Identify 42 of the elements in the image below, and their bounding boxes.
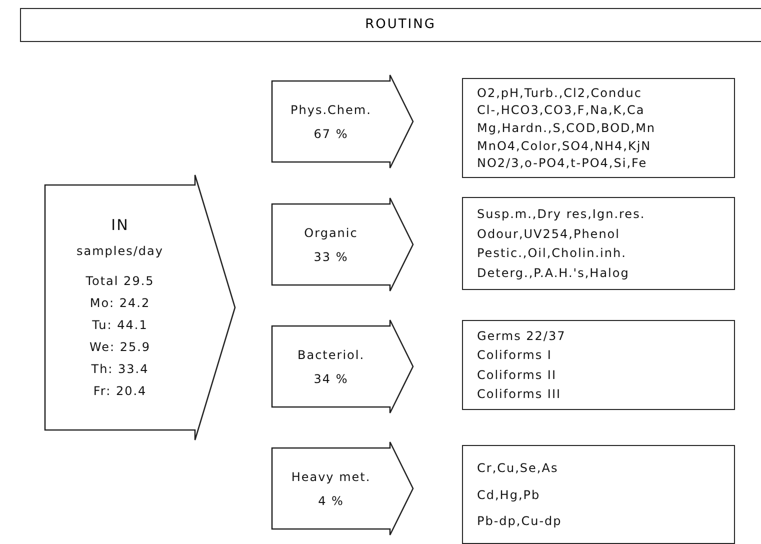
arrow-shape <box>272 442 413 535</box>
arrow-text: Total 29.5 <box>86 272 154 288</box>
parameter-list: O2,pH,Turb.,Cl2,Conduc <box>477 84 734 101</box>
arrow-shape <box>272 75 413 168</box>
arrow-text: samples/day <box>76 242 164 258</box>
parameter-list: Cr,Cu,Se,As <box>477 460 734 476</box>
parameter-list: Coliforms III <box>477 386 734 402</box>
parameter-list: Germs 22/37 <box>477 328 734 344</box>
parameter-list: Pestic.,Oil,Cholin.inh. <box>477 245 734 262</box>
parameter-box <box>462 78 735 178</box>
arrow-heading: Bacteriol. <box>297 346 365 362</box>
arrow-text: Fr: 20.4 <box>93 382 147 398</box>
arrow-text: Mo: 24.2 <box>90 294 150 310</box>
parameter-box <box>462 197 735 290</box>
arrow-text: Th: 33.4 <box>91 360 149 376</box>
arrow-heading: Organic <box>304 224 358 240</box>
arrow-heading: IN <box>111 216 129 232</box>
arrow-text: 4 % <box>318 492 344 508</box>
parameter-list: Pb-dp,Cu-dp <box>477 512 734 529</box>
parameter-list: Mg,Hardn.,S,COD,BOD,Mn <box>477 120 734 136</box>
arrow-text: Tu: 44.1 <box>92 316 148 332</box>
arrow-shape <box>272 198 413 291</box>
arrow-shape <box>272 320 413 413</box>
parameter-box <box>462 445 735 544</box>
parameter-list: Coliforms II <box>477 366 734 383</box>
arrow-text: 67 % <box>314 126 348 142</box>
parameter-list: NO2/3,o-PO4,t-PO4,Si,Fe <box>477 155 734 172</box>
arrow-text: We: 25.9 <box>89 338 151 354</box>
arrow-shape <box>45 175 235 440</box>
parameter-box <box>462 320 735 410</box>
arrow-heading: Heavy met. <box>291 468 371 484</box>
parameter-list: Cl-,HCO3,CO3,F,Na,K,Ca <box>477 102 734 118</box>
arrow-text: 33 % <box>314 248 348 264</box>
arrow-text: 34 % <box>314 370 348 386</box>
title-banner: ROUTING <box>20 8 761 42</box>
parameter-list: MnO4,Color,SO4,NH4,KjN <box>477 138 734 154</box>
arrow-heading: Phys.Chem. <box>290 102 372 118</box>
parameter-list: Cd,Hg,Pb <box>477 486 734 502</box>
parameter-list: Deterg.,P.A.H.'s,Halog <box>477 265 734 282</box>
parameter-list: Odour,UV254,Phenol <box>477 226 734 242</box>
parameter-list: Coliforms I <box>477 347 734 364</box>
parameter-list: Susp.m.,Dry res,Ign.res. <box>477 206 734 222</box>
